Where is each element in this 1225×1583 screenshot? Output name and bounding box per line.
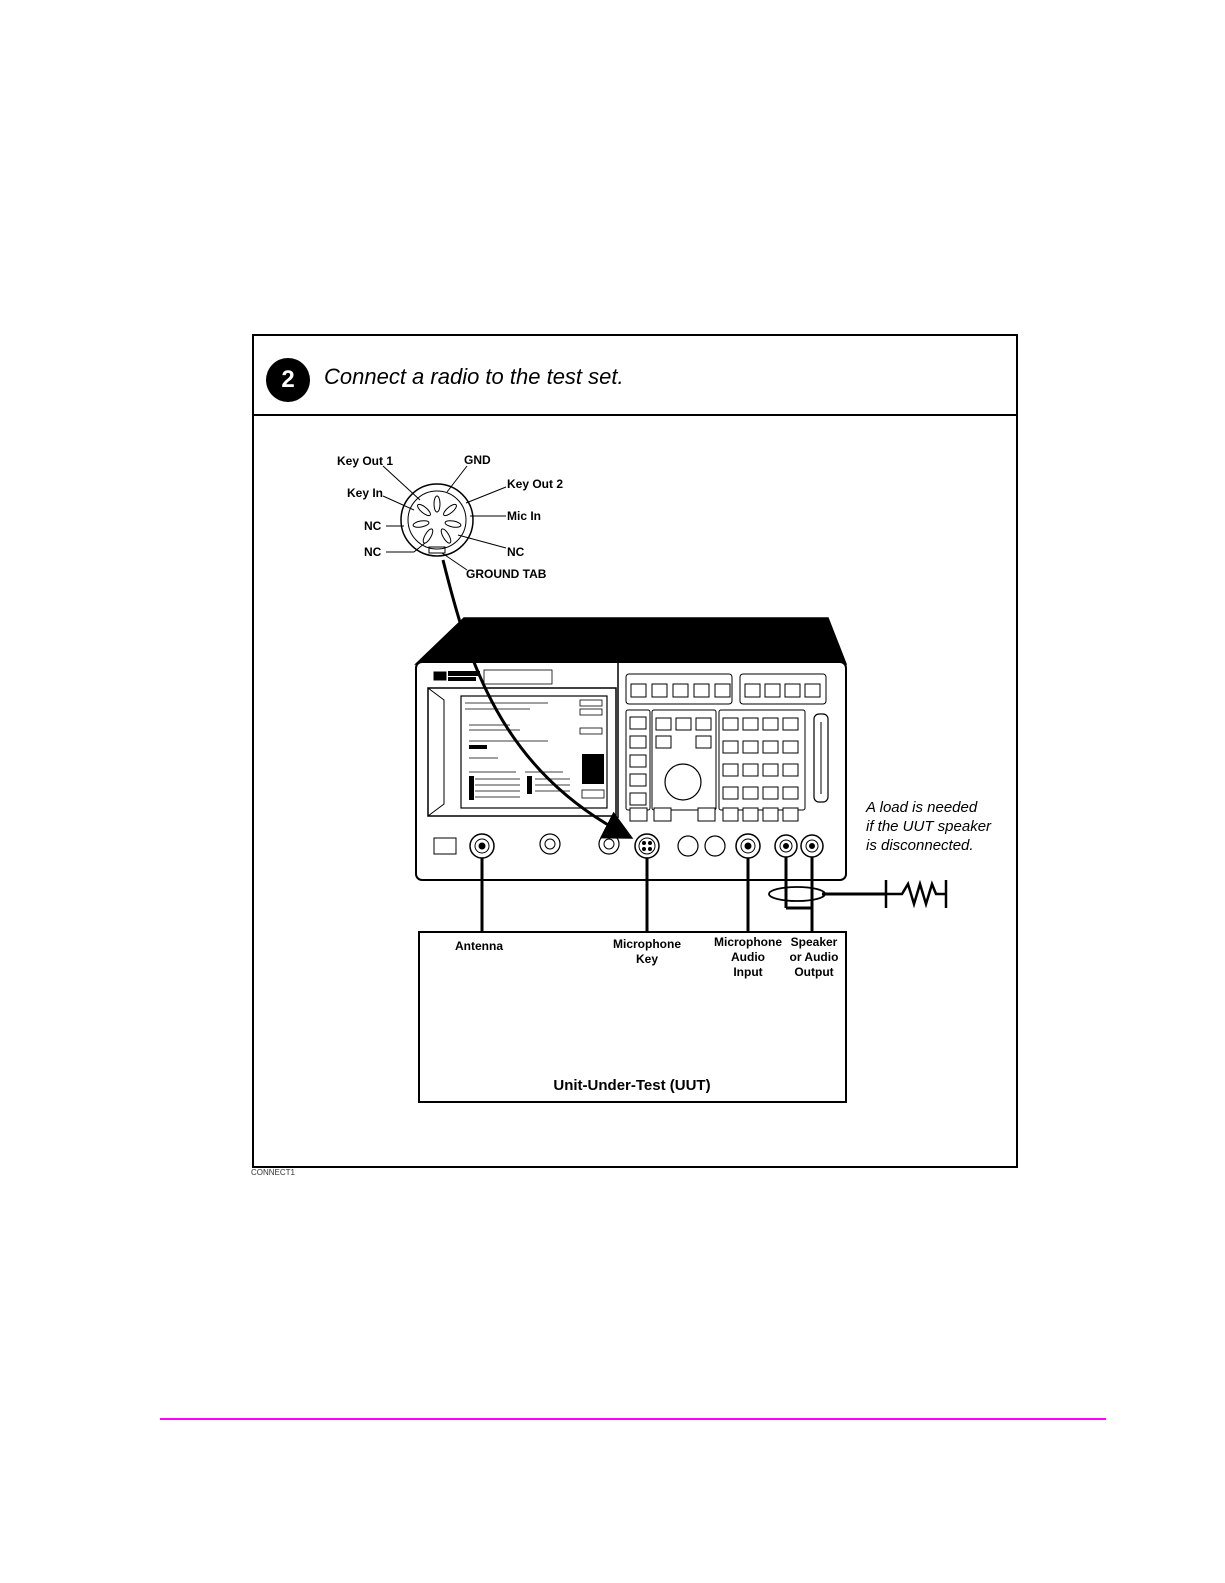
connector-outer-ring: [401, 484, 473, 556]
top-softkeys: [631, 684, 820, 697]
pin-label-gnd: GND: [464, 453, 491, 467]
pin-label-mic-in: Mic In: [507, 509, 541, 523]
mic-key-connector: [635, 834, 659, 858]
spinner-knob: [665, 764, 701, 800]
audio-input-connector: [736, 834, 760, 858]
mic-key-label-2: Key: [636, 952, 658, 966]
power-button: [434, 838, 456, 854]
test-set-instrument: [416, 618, 846, 880]
mic-key-label-1: Microphone: [613, 937, 681, 951]
instrument-top-housing: [416, 618, 846, 664]
pin-label-ground-tab: GROUND TAB: [466, 567, 547, 581]
load-note-line-2: if the UUT speaker: [866, 818, 992, 835]
uut-label: Unit-Under-Test (UUT): [553, 1077, 710, 1094]
bnc-connector-2: [599, 834, 619, 854]
antenna-connector: [470, 834, 494, 858]
load-resistor-icon: [886, 880, 946, 908]
audio-output-connector-1: [775, 835, 797, 857]
speaker-label-2: or Audio: [790, 950, 839, 964]
speaker-label-1: Speaker: [791, 935, 838, 949]
pin-label-nc-upper: NC: [364, 519, 382, 533]
mic-connector-pinout: [383, 466, 506, 570]
connector-inner-ring: [408, 491, 466, 549]
figure-caption: CONNECT1: [251, 1168, 295, 1177]
footer-rule: [160, 1418, 1106, 1420]
bnc-connector-1: [540, 834, 560, 854]
antenna-label: Antenna: [455, 939, 503, 953]
mic-audio-label-3: Input: [733, 965, 762, 979]
mic-audio-label-2: Audio: [731, 950, 765, 964]
mic-audio-label-1: Microphone: [714, 935, 782, 949]
cable-loop: [769, 887, 825, 901]
pin-label-key-in: Key In: [347, 486, 383, 500]
pin-label-nc-right: NC: [507, 545, 525, 559]
pin-label-key-out-2: Key Out 2: [507, 477, 563, 491]
speaker-label-3: Output: [794, 965, 833, 979]
hp-logo-icon: [434, 672, 446, 680]
load-note-line-3: is disconnected.: [866, 837, 974, 854]
ground-tab-shape: [429, 547, 445, 553]
pin-label-key-out-1: Key Out 1: [337, 454, 393, 468]
audio-output-connector-2: [801, 835, 823, 857]
load-note-line-1: A load is needed: [865, 799, 978, 816]
pin-label-nc-lower: NC: [364, 545, 382, 559]
